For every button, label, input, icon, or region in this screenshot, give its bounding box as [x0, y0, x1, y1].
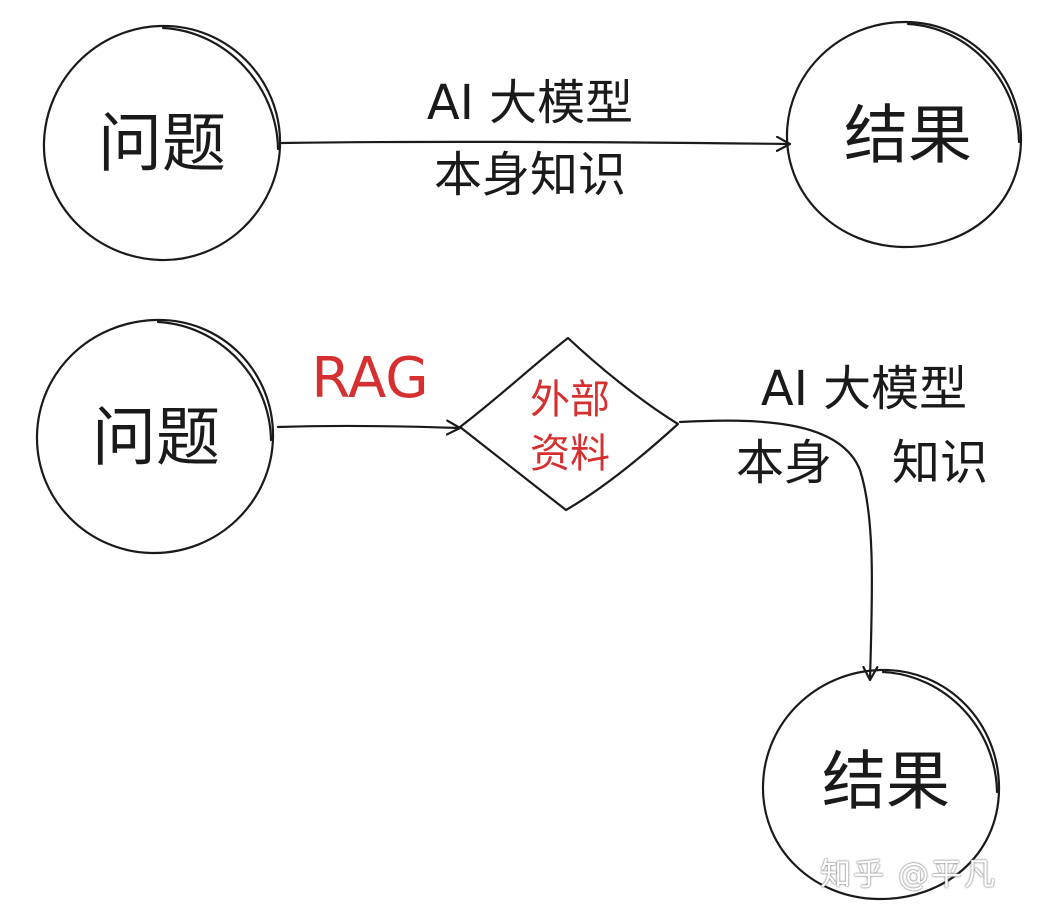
top-edge-label-line2: 本身知识: [434, 147, 626, 203]
bottom-edge-label-line2-part1: 本身: [736, 435, 832, 491]
bottom-result-node[interactable]: 结果: [761, 668, 1001, 901]
bottom-question-label: 问题: [92, 402, 220, 476]
top-flow: 问题 AI 大模型 本身知识 结果: [42, 20, 1023, 262]
external-label-line2: 资料: [530, 431, 610, 477]
bottom-edge-label-line2-part2: 知识: [892, 435, 988, 491]
top-question-label: 问题: [98, 108, 226, 182]
rag-label: RAG: [311, 346, 428, 411]
bottom-question-node[interactable]: 问题: [35, 318, 275, 555]
rag-arrow: [276, 426, 462, 428]
bottom-flow: 问题 RAG 外部 资料 AI 大模型 本身 知识 结果: [35, 318, 1001, 901]
top-result-node[interactable]: 结果: [785, 20, 1023, 249]
bottom-result-label: 结果: [822, 746, 950, 820]
watermark: 知乎 @平凡: [820, 857, 997, 893]
top-question-node[interactable]: 问题: [42, 24, 282, 262]
top-result-label: 结果: [844, 100, 972, 174]
external-label-line1: 外部: [530, 377, 610, 423]
llm-curved-arrow: [678, 419, 872, 682]
external-data-node[interactable]: 外部 资料: [458, 336, 680, 512]
top-arrow: [280, 142, 792, 144]
top-edge-label-line1: AI 大模型: [427, 75, 633, 131]
bottom-edge-label-line1: AI 大模型: [761, 361, 967, 417]
